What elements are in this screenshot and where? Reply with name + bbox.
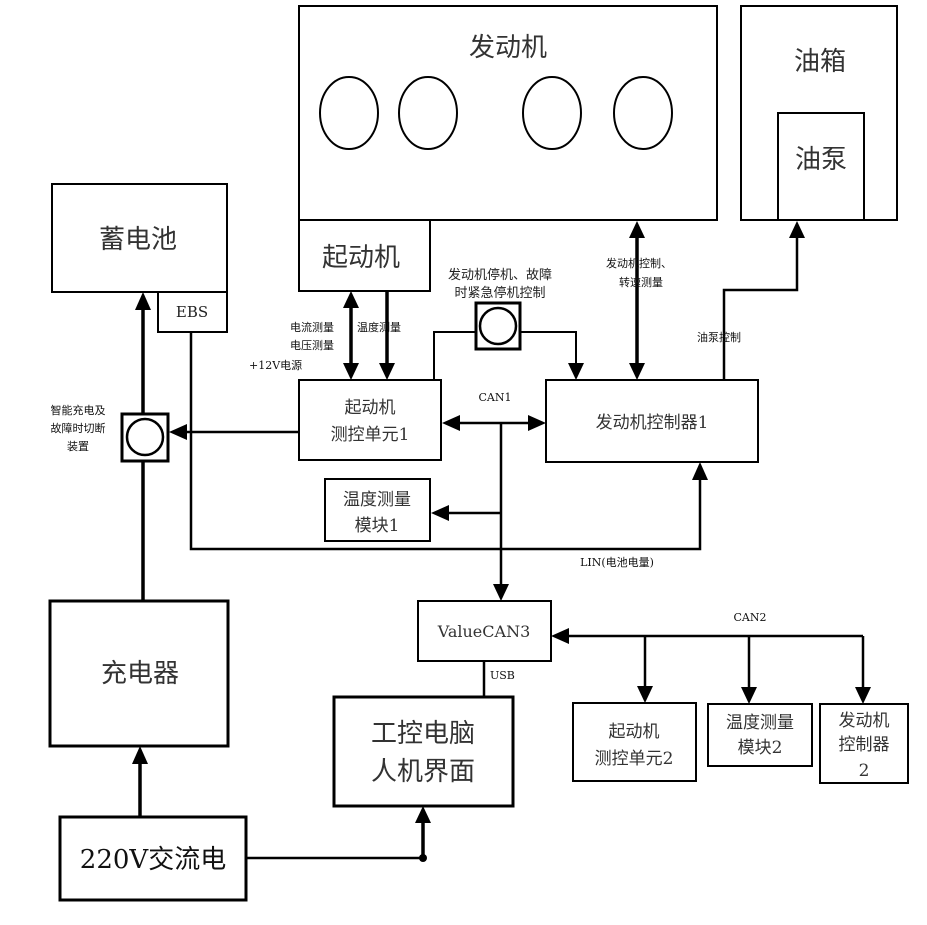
power-12v-label: +12V电源 xyxy=(249,358,302,372)
lin-connection xyxy=(189,332,708,551)
smart-charge-label-line1: 智能充电及 xyxy=(51,403,106,417)
fuel-pump-label: 油泵 xyxy=(795,145,847,175)
ebs-label: EBS xyxy=(176,303,208,321)
ac-220v-label: 220V交流电 xyxy=(80,845,226,875)
cylinder-icon xyxy=(319,76,379,150)
temp-module-1-line2: 模块1 xyxy=(355,516,400,536)
engine-control-connection xyxy=(629,221,645,380)
emergency-stop-label-line2: 时紧急停机控制 xyxy=(454,285,545,301)
starter-temp-connection xyxy=(379,291,395,380)
emergency-stop-switch xyxy=(474,301,522,351)
engine-block: 发动机 xyxy=(298,5,718,221)
voltage-measure-label: 电压测量 xyxy=(290,339,334,352)
smart-charge-switch xyxy=(120,412,170,463)
emergency-stop-connection xyxy=(433,331,584,380)
smart-charge-label-line2: 故障时切断 xyxy=(51,421,106,435)
can1-label: CAN1 xyxy=(479,391,512,404)
temp-module-1-line1: 温度测量 xyxy=(343,490,411,510)
pc-hmi-block: 工控电脑 人机界面 xyxy=(332,695,515,808)
starter-unit-to-switch-connection xyxy=(169,424,299,440)
cylinder-icon xyxy=(522,76,582,150)
temp-module-1-block: 温度测量 模块1 xyxy=(324,478,431,542)
can2-bus xyxy=(551,628,871,704)
engine-controller-1-label: 发动机控制器1 xyxy=(596,413,709,433)
ac-to-pc-connection xyxy=(246,806,431,862)
ac-to-charger-connection xyxy=(132,746,148,817)
arrow-up-icon xyxy=(789,221,805,238)
arrow-right-icon xyxy=(528,415,546,431)
temp-module-2-line1: 温度测量 xyxy=(726,713,794,733)
engine-controller-2-line2: 控制器 xyxy=(839,735,890,755)
temp-module-2-block: 温度测量 模块2 xyxy=(707,703,813,767)
starter-unit-2-block: 起动机 测控单元2 xyxy=(572,702,697,782)
starter-unit-1-line2: 测控单元1 xyxy=(331,425,410,445)
engine-controller-2-line1: 发动机 xyxy=(839,711,890,731)
switch-icon xyxy=(478,306,518,346)
arrow-left-icon xyxy=(431,505,449,521)
valuecan3-label: ValueCAN3 xyxy=(437,622,531,641)
arrow-up-icon xyxy=(343,291,359,308)
starter-unit-1-block: 起动机 测控单元1 xyxy=(298,379,442,461)
arrow-up-icon xyxy=(692,462,708,480)
arrow-down-icon xyxy=(379,363,395,380)
current-measure-label: 电流测量 xyxy=(290,320,334,334)
starter-label: 起动机 xyxy=(322,243,400,273)
engine-controller-2-block: 发动机 控制器 2 xyxy=(819,703,909,784)
engine-label: 发动机 xyxy=(469,33,547,63)
smart-charge-label-line3: 装置 xyxy=(67,440,89,453)
arrow-left-icon xyxy=(442,415,460,431)
pc-hmi-line1: 工控电脑 xyxy=(371,719,475,749)
arrow-down-icon xyxy=(741,687,757,704)
battery-block: 蓄电池 xyxy=(51,183,228,293)
cylinder-icon xyxy=(398,76,458,150)
arrow-up-icon xyxy=(132,746,148,764)
charger-label: 充电器 xyxy=(101,659,179,689)
usb-label: USB xyxy=(490,669,515,682)
arrow-down-icon xyxy=(855,687,871,704)
pc-hmi-line2: 人机界面 xyxy=(371,757,475,787)
ac-220v-block: 220V交流电 xyxy=(58,815,248,902)
arrow-down-icon xyxy=(568,363,584,380)
emergency-stop-label-line1: 发动机停机、故障 xyxy=(448,267,552,283)
starter-unit-1-line1: 起动机 xyxy=(345,398,396,418)
charge-path-connection xyxy=(135,292,151,601)
battery-label: 蓄电池 xyxy=(99,225,177,255)
starter-unit-2-line1: 起动机 xyxy=(609,722,660,742)
pump-control-connection xyxy=(722,221,805,380)
engine-controller-1-block: 发动机控制器1 xyxy=(545,379,759,463)
engine-control-label-line1: 发动机控制、 xyxy=(606,256,672,270)
fuel-pump-block: 油泵 xyxy=(777,112,865,221)
can2-label: CAN2 xyxy=(734,611,767,624)
engine-controller-2-line3: 2 xyxy=(859,761,870,781)
arrow-down-icon xyxy=(493,584,509,601)
pump-control-label: 油泵控制 xyxy=(697,330,741,344)
arrow-down-icon xyxy=(343,363,359,380)
starter-current-connection xyxy=(343,291,359,380)
arrow-down-icon xyxy=(629,363,645,380)
ebs-block: EBS xyxy=(157,291,228,333)
arrow-down-icon xyxy=(637,686,653,703)
fuel-tank-label: 油箱 xyxy=(794,47,846,77)
switch-icon xyxy=(125,417,165,457)
valuecan3-block: ValueCAN3 xyxy=(417,600,552,662)
engine-control-label-line2: 转速测量 xyxy=(619,275,663,289)
starter-block: 起动机 xyxy=(298,219,431,292)
cylinder-icon xyxy=(613,76,673,150)
starter-unit-2-line2: 测控单元2 xyxy=(595,749,674,769)
charger-block: 充电器 xyxy=(48,599,230,748)
lin-label: LIN(电池电量) xyxy=(580,556,654,569)
arrow-left-icon xyxy=(551,628,569,644)
arrow-up-icon xyxy=(135,292,151,310)
arrow-up-icon xyxy=(629,221,645,238)
temp-measure-label: 温度测量 xyxy=(357,320,401,334)
temp-module-2-line2: 模块2 xyxy=(738,738,783,758)
can1-bus xyxy=(431,415,546,601)
arrow-up-icon xyxy=(415,806,431,823)
arrow-left-icon xyxy=(169,424,187,440)
